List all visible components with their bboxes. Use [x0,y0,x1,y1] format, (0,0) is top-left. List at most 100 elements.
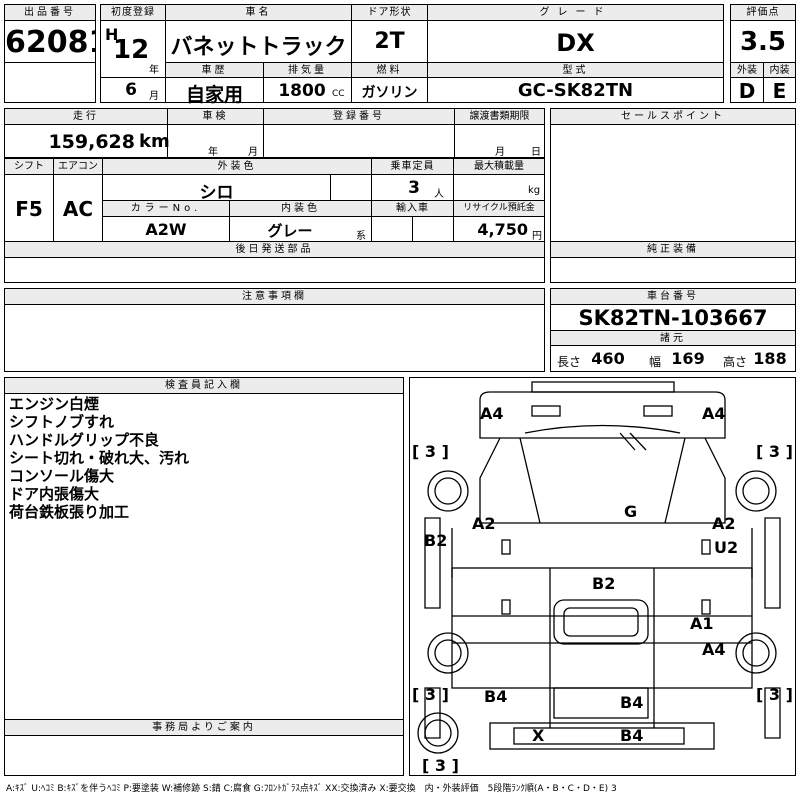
door-cell: 2T [351,20,428,63]
inspector-note-line: ドア内張傷大 [9,485,100,503]
displacement-unit: CC [332,89,345,99]
aircon-label: エアコン [53,158,103,175]
displacement-cell: 1800 CC [263,77,352,103]
inspector-note-line: ハンドルグリップ不良 [9,431,160,449]
aircon: AC [62,197,94,221]
era-letter: H [105,25,119,44]
first-reg-label: 初度登録 [100,4,166,21]
aircon-cell: AC [53,174,103,242]
color-no-cell: A2W [102,216,230,242]
width-label: 幅 [649,355,662,369]
ext-color-extra [330,174,372,201]
int-color-cell: グレー 系 [229,216,372,242]
exterior-grade-cell: D [730,77,764,103]
lot-number-label: 出品番号 [4,4,96,21]
ext-color-cell: シロ [102,174,331,203]
caution-label: 注意事項欄 [4,288,545,305]
max-load-cell: kg [453,174,545,201]
inspector-notes: エンジン白煙 シフトノブすれ ハンドルグリップ不良 シート切れ・破れ大、汚れ コ… [4,393,404,720]
mark-bumper-x: X [532,726,545,745]
mark-mirror-right: [ 3 ] [756,442,793,461]
inspector-label: 検査員記入欄 [4,377,404,394]
grade: DX [556,29,595,57]
grade-label: グレード [427,4,724,21]
recycle-label: リサイクル預託金 [453,200,545,217]
inspector-note-line: エンジン白煙 [9,395,100,413]
model: GC-SK82TN [517,80,634,101]
mark-door-left: A2 [472,514,496,533]
lot-number-blank [4,62,96,103]
chassis-cell: SK82TN-103667 [550,304,796,331]
import-label: 輸入車 [371,200,454,217]
fuel-cell: ガソリン [351,77,428,103]
car-name: バネットトラック [170,35,347,60]
grade-cell: DX [427,20,724,63]
first-reg-year-cell: H 12 年 [100,20,166,78]
inspector-note-line: シフトノブすれ [9,413,115,431]
interior-label: 内装 [763,62,796,78]
import-cell-a [371,216,413,242]
score-cell: 3.5 [730,20,796,63]
int-color: グレー [267,222,313,240]
chassis-number: SK82TN-103667 [578,306,768,330]
capacity-cell: 3 人 [371,174,454,201]
interior-grade: E [772,79,787,103]
mark-center: B2 [592,574,616,593]
mark-rear-right-tire: [ 3 ] [756,685,793,704]
mark-spare-tire: [ 3 ] [422,756,459,775]
caution-cell [4,304,545,372]
fuel-label: 燃料 [351,62,428,78]
equipment-cell [550,257,796,283]
displacement: 1800 [278,81,326,101]
length: 460 [591,349,625,368]
score: 3.5 [739,27,787,57]
transfer-month-unit: 月 [495,147,505,158]
mark-front-left: A4 [480,404,504,423]
car-diagram: A4 A4 [ 3 ] [ 3 ] G A2 A2 B2 U2 B2 A1 A4… [409,377,796,776]
interior-grade-cell: E [763,77,796,103]
shift-label: シフト [4,158,54,175]
reg-number-cell [263,124,455,158]
color-no: A2W [145,220,187,239]
mark-side-left: B2 [424,531,448,550]
sales-points-label: セールスポイント [550,108,796,125]
shift: F5 [15,197,43,221]
car-name-cell: バネットトラック [165,20,352,63]
score-label: 評価点 [730,4,796,21]
inspection-cell: 年 月 [167,124,264,158]
length-label: 長さ [557,355,582,369]
height-label: 高さ [723,355,748,369]
width: 169 [671,349,705,368]
color-no-label: カラーNo. [102,200,230,217]
first-reg-month-cell: 6 月 [100,77,166,103]
sales-points-cell [550,124,796,242]
recycle-unit: 円 [532,231,542,242]
mark-mirror-left: [ 3 ] [412,442,449,461]
lot-number: 62081 [5,25,95,60]
ext-color: シロ [199,183,234,203]
inspection-label: 車検 [167,108,264,125]
history: 自家用 [185,84,243,106]
exterior-label: 外装 [730,62,764,78]
transfer-cell: 月 日 [454,124,545,158]
mileage-cell: 159,628 km [4,124,170,158]
mark-front-right: A4 [702,404,726,423]
equipment-label: 純正装備 [550,241,796,258]
specs-label: 諸元 [550,330,796,346]
shift-cell: F5 [4,174,54,242]
mark-rear-left-tire: [ 3 ] [412,685,449,704]
mark-bumper-b4: B4 [620,726,644,745]
mark-door-right-2: U2 [714,538,739,557]
later-parts-label: 後日発送部品 [4,241,545,258]
history-cell: 自家用 [165,77,264,106]
office-label: 事務局よりご案内 [4,719,404,736]
mileage: 159,628 [48,131,135,153]
mark-bed-left: B4 [484,687,508,706]
capacity-label: 乗車定員 [371,158,454,175]
capacity-unit: 人 [434,189,444,200]
mark-windshield: G [624,502,638,521]
office-cell [4,735,404,776]
specs-cell: 長さ 460 幅 169 高さ 188 [550,345,796,372]
exterior-grade: D [738,79,756,103]
mark-right-a1: A1 [690,614,714,633]
